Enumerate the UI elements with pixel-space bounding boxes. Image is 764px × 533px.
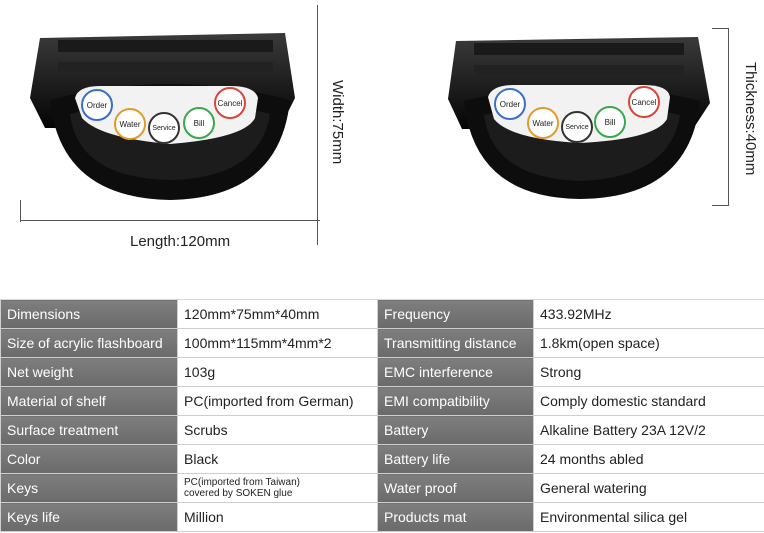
width-label: Width:75mm [329,80,346,165]
spec-value: 433.92MHz [533,299,764,329]
spec-value: Black [177,444,378,474]
thickness-bracket-top [712,28,728,29]
bill-key-label-2: Bill [604,117,616,127]
spec-value: General watering [533,473,764,503]
bill-key-2: Bill [594,106,626,138]
length-left-tick [20,200,21,222]
bill-key: Bill [183,107,215,139]
spec-value: Million [177,502,378,532]
service-key-label-2: Service [565,123,589,131]
spec-value: 120mm*75mm*40mm [177,299,378,329]
spec-value: 1.8km(open space) [533,328,764,358]
spec-label: Material of shelf [0,386,178,416]
bill-key-label: Bill [193,118,205,128]
spec-value: Comply domestic standard [533,386,764,416]
water-key-2: Water [527,107,559,139]
spec-label: Transmitting distance [377,328,534,358]
spec-value-line: PC(imported from Taiwan) [184,477,300,488]
spec-value: Alkaline Battery 23A 12V/2 [533,415,764,445]
spec-value: PC(imported from Taiwan)covered by SOKEN… [177,473,378,503]
cancel-key-label: Cancel [217,98,243,108]
order-key: Order [81,89,113,121]
spec-label: Battery [377,415,534,445]
spec-label: Keys life [0,502,178,532]
thickness-bracket-line [728,28,729,206]
water-key-label: Water [119,119,141,129]
spec-label: Battery life [377,444,534,474]
spec-label: Color [0,444,178,474]
spec-label: Water proof [377,473,534,503]
cancel-key: Cancel [214,87,246,119]
spec-value: Environmental silica gel [533,502,764,532]
order-key-label: Order [86,100,108,110]
length-label: Length:120mm [130,233,231,250]
spec-label: Products mat [377,502,534,532]
spec-label: Surface treatment [0,415,178,445]
service-key-label: Service [152,124,176,132]
spec-value: 103g [177,357,378,387]
spec-value: Scrubs [177,415,378,445]
spec-value: Strong [533,357,764,387]
water-key: Water [114,108,146,140]
service-key: Service [148,112,180,144]
water-key-label-2: Water [532,118,554,128]
spec-label: Dimensions [0,299,178,329]
width-dimension-line [317,5,318,245]
spec-value: PC(imported from German) [177,386,378,416]
length-dimension-line [20,220,320,221]
spec-label: Keys [0,473,178,503]
spec-value: 100mm*115mm*4mm*2 [177,328,378,358]
spec-label: Frequency [377,299,534,329]
order-key-label-2: Order [499,99,521,109]
thickness-bracket-bottom [712,205,728,206]
service-key-2: Service [561,111,593,143]
order-key-2: Order [494,88,526,120]
cancel-key-2: Cancel [628,86,660,118]
spec-label: EMC interference [377,357,534,387]
spec-label: EMI compatibility [377,386,534,416]
spec-value-line: covered by SOKEN glue [184,488,293,499]
thickness-label: Thickness:40mm [742,62,759,176]
spec-value: 24 months abled [533,444,764,474]
cancel-key-label-2: Cancel [631,97,657,107]
spec-label: Net weight [0,357,178,387]
spec-label: Size of acrylic flashboard [0,328,178,358]
